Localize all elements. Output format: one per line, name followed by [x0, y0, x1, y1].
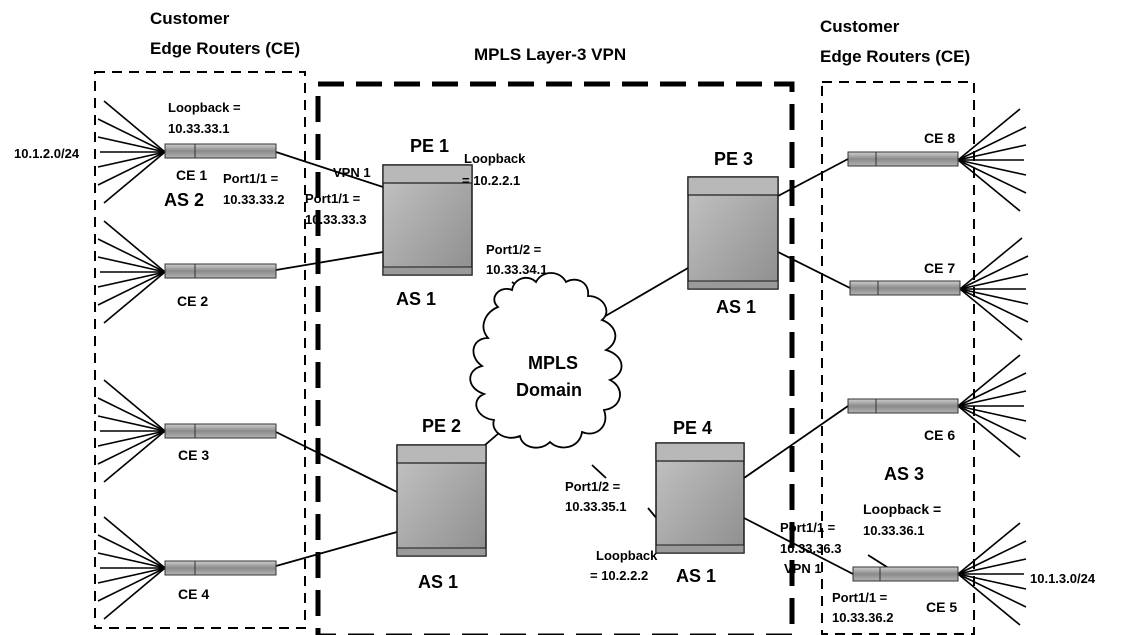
- link-ce4-pe2: [275, 531, 398, 567]
- pe3-as-label: AS 1: [716, 297, 756, 317]
- pe4-port12-line1: Port1/2 =: [565, 479, 621, 494]
- pe3-router: [687, 176, 779, 290]
- ce5-port-line2: 10.33.36.2: [832, 610, 893, 625]
- pe1-router: [382, 164, 473, 276]
- pe1-vpn-label: VPN 1: [333, 165, 371, 180]
- ce-right-heading-line2: Edge Routers (CE): [820, 47, 970, 66]
- ce1-port-line1: Port1/1 =: [223, 171, 279, 186]
- ce6-router: [847, 398, 959, 414]
- ce1-label: CE 1: [176, 167, 207, 183]
- ce5-label: CE 5: [926, 599, 957, 615]
- link-ce7-pe3: [777, 251, 851, 289]
- ce8-fan-lines: [957, 108, 1027, 212]
- ce3-router: [164, 423, 277, 439]
- pe4-loopback-line1: Loopback: [596, 548, 658, 563]
- as3-label: AS 3: [884, 464, 924, 484]
- ce2-router: [164, 263, 277, 279]
- pe4-router: [655, 442, 745, 554]
- pe4-port11-line1: Port1/1 =: [780, 520, 836, 535]
- link-ce5-pe4: [743, 517, 854, 575]
- link-ce2-pe1: [275, 251, 384, 271]
- ce5-loopback-line1: Loopback =: [863, 501, 941, 517]
- pe4-loopback-line2: = 10.2.2.2: [590, 568, 648, 583]
- diagram-title: MPLS Layer-3 VPN: [474, 45, 626, 64]
- ce1-router: [164, 143, 277, 159]
- ce-left-heading-line1: Customer: [150, 9, 230, 28]
- link-ce8-pe3: [777, 158, 849, 197]
- pe1-port11-line2: 10.33.33.3: [305, 212, 366, 227]
- ce1-port-line2: 10.33.33.2: [223, 192, 284, 207]
- ce3-label: CE 3: [178, 447, 209, 463]
- ce2-label: CE 2: [177, 293, 208, 309]
- mpls-domain-cloud: [469, 272, 623, 449]
- mpls-vpn-region: [315, 81, 795, 635]
- ce1-loopback-line2: 10.33.33.1: [168, 121, 229, 136]
- ce1-loopback-line1: Loopback =: [168, 100, 241, 115]
- ce8-label: CE 8: [924, 130, 955, 146]
- network-right-label: 10.1.3.0/24: [1030, 571, 1096, 586]
- ce2-fan-lines: [97, 220, 166, 324]
- ce3-fan-lines: [97, 379, 166, 483]
- pe1-port12-line1: Port1/2 =: [486, 242, 542, 257]
- ce-left-heading-line2: Edge Routers (CE): [150, 39, 300, 58]
- pe1-port12-line2: 10.33.34.1: [486, 262, 547, 277]
- ce5-router: [852, 566, 959, 582]
- pe3-label: PE 3: [714, 149, 753, 169]
- pe2-router: [396, 444, 487, 557]
- cloud-label-line2: Domain: [516, 380, 582, 400]
- network-left-label: 10.1.2.0/24: [14, 146, 80, 161]
- link-ce6-pe4: [743, 405, 849, 479]
- leader-pe4-port12: [591, 464, 607, 479]
- pe1-loopback-line2: = 10.2.2.1: [462, 173, 520, 188]
- pe1-as-label: AS 1: [396, 289, 436, 309]
- ce7-label: CE 7: [924, 260, 955, 276]
- ce7-fan-lines: [959, 237, 1029, 341]
- ce8-router: [847, 151, 959, 167]
- pe4-label: PE 4: [673, 418, 712, 438]
- ce4-label: CE 4: [178, 586, 209, 602]
- ce4-router: [164, 560, 277, 576]
- link-ce1-pe1: [275, 151, 384, 188]
- pe4-port12-line2: 10.33.35.1: [565, 499, 626, 514]
- pe4-vpn-label: VPN 1: [784, 561, 822, 576]
- cloud-label-line1: MPLS: [528, 353, 578, 373]
- pe1-label: PE 1: [410, 136, 449, 156]
- ce-right-region: [821, 81, 975, 635]
- pe2-as-label: AS 1: [418, 572, 458, 592]
- pe1-loopback-line1: Loopback: [464, 151, 526, 166]
- link-ce3-pe2: [275, 431, 398, 493]
- ce1-fan-lines: [97, 100, 166, 204]
- pe4-port11-line2: 10.33.36.3: [780, 541, 841, 556]
- ce5-loopback-line2: 10.33.36.1: [863, 523, 924, 538]
- ce-right-heading-line1: Customer: [820, 17, 900, 36]
- ce7-router: [849, 280, 961, 296]
- ce5-port-line1: Port1/1 =: [832, 590, 888, 605]
- ce-left-region: [94, 71, 306, 629]
- ce6-label: CE 6: [924, 427, 955, 443]
- as2-label: AS 2: [164, 190, 204, 210]
- ce5-fan-lines: [957, 522, 1027, 626]
- ce6-fan-lines: [957, 354, 1027, 458]
- pe1-port11-line1: Port1/1 =: [305, 191, 361, 206]
- pe2-label: PE 2: [422, 416, 461, 436]
- pe4-as-label: AS 1: [676, 566, 716, 586]
- ce4-fan-lines: [97, 516, 166, 620]
